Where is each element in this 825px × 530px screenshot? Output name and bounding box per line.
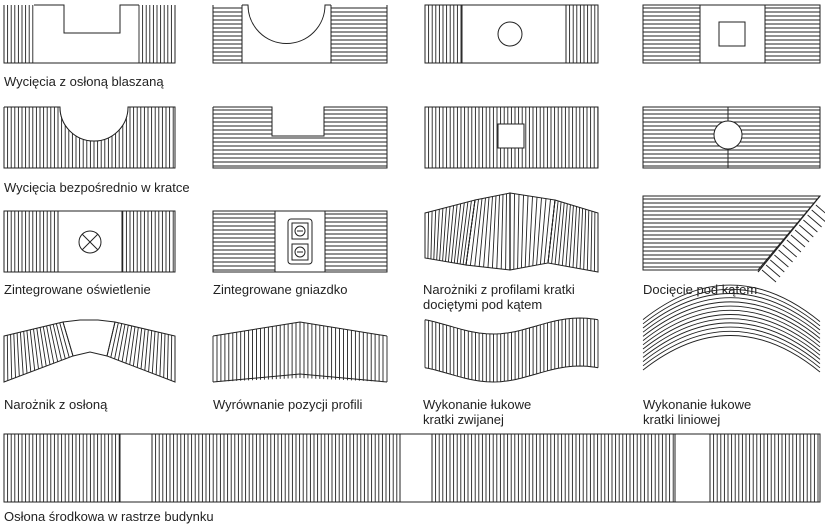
- outlet-pins-icon: [297, 230, 303, 253]
- grille-slats-vertical: [565, 5, 596, 63]
- label-cutouts-direct: Wycięcia bezpośrednio w kratce: [4, 180, 190, 195]
- panel-outline: [424, 4, 599, 64]
- angle-cut-line: [757, 195, 821, 273]
- center-cover-plate: [119, 433, 153, 503]
- outline-notch: [212, 106, 388, 169]
- label-curved-roll-line2: kratki zwijanej: [423, 412, 504, 427]
- panel-outline: [212, 5, 388, 64]
- label-integrated-lighting: Zintegrowane oświetlenie: [4, 282, 151, 297]
- grille-slats-horizontal: [643, 198, 820, 268]
- grille-slats-horizontal: [331, 7, 387, 61]
- aligned-slats: [212, 322, 388, 382]
- socket-outlet-bottom: [291, 243, 309, 261]
- row-integrated-elements: [3, 192, 825, 283]
- row-curved-and-corner-variants: [3, 284, 821, 383]
- panel-outline: [642, 106, 821, 169]
- label-mitered-corners-line2: dociętymi pod kątem: [423, 297, 543, 312]
- square-cutout: [497, 123, 525, 149]
- panel-outline: [642, 4, 821, 64]
- corner-cover: [62, 319, 116, 357]
- gap: [70, 100, 120, 107]
- grille-slats-horizontal: [643, 7, 700, 61]
- semicircle-fill: [60, 107, 128, 141]
- label-curved-roll-line1: Wykonanie łukowe: [423, 397, 532, 412]
- panel-notch-direct: [212, 106, 388, 169]
- light-cross-icon: [81, 233, 99, 251]
- sheet-cover-edges: [461, 5, 567, 63]
- roll-outline: [424, 317, 599, 383]
- grille-slats-vertical: [424, 5, 462, 63]
- panel-mitered-corners: [424, 192, 599, 273]
- curved-slats: [642, 284, 821, 373]
- panel-outline: [212, 321, 388, 383]
- panel-circle-direct: [642, 106, 821, 169]
- label-angle-cut: Docięcie pod kątem: [643, 282, 758, 297]
- semicircle-edge: [59, 106, 129, 142]
- grille-slats-horizontal: [213, 7, 242, 61]
- row-center-cover-building-grid: [3, 433, 821, 503]
- panel-square-direct: [424, 106, 599, 169]
- square-cutout: [718, 21, 746, 47]
- sheet-cover-notch: [34, 4, 139, 34]
- roll-slats: [424, 318, 599, 382]
- panel-outline: [642, 195, 822, 271]
- round-cutout: [713, 120, 743, 150]
- label-curved-linear-line1: Wykonanie łukowe: [643, 397, 752, 412]
- panel-notch-cover: [3, 4, 176, 64]
- grille-slats-vertical: [709, 434, 819, 502]
- panel-angle-cut: [642, 195, 825, 283]
- panel-circle-cover: [424, 4, 599, 64]
- panel-semicircle-cover: [212, 4, 388, 64]
- center-cover-plate: [399, 433, 433, 503]
- grille-slats-vertical: [138, 5, 176, 63]
- panel-curved-linear: [642, 284, 821, 373]
- sheet-cover-edges: [241, 5, 332, 63]
- row-cutouts-with-sheet-cover: [3, 4, 821, 64]
- label-integrated-socket: Zintegrowane gniazdko: [213, 282, 348, 297]
- right-corner-slats: [106, 321, 176, 382]
- notch-fill: [272, 106, 324, 136]
- panel-integrated-light: [3, 210, 176, 273]
- panel-integrated-socket: [212, 210, 388, 273]
- panel-profile-alignment: [212, 321, 388, 383]
- label-cutouts-sheet-cover: Wycięcia z osłoną blaszaną: [4, 74, 164, 89]
- angled-slats: [761, 204, 825, 283]
- label-center-cover-grid: Osłona środkowa w rastrze budynku: [4, 509, 214, 524]
- panel-center-cover-grid: [3, 433, 821, 503]
- row-cutouts-directly-in-grille: [3, 100, 821, 169]
- panel-outline: [106, 321, 176, 383]
- label-mitered-corners-line1: Narożniki z profilami kratki: [423, 282, 575, 297]
- grille-slats-vertical: [431, 434, 674, 502]
- socket-outlet-top: [291, 222, 309, 240]
- sheet-cover-edges: [699, 5, 766, 63]
- grille-slats-vertical: [3, 434, 120, 502]
- left-center-slats: [465, 193, 511, 270]
- panel-outline: [547, 199, 599, 273]
- semicircle-cutout: [242, 4, 331, 44]
- panel-outline: [3, 5, 176, 64]
- left-corner-slats: [3, 321, 74, 382]
- panel-outline: [424, 106, 599, 169]
- label-corner-with-cover: Narożnik z osłoną: [4, 397, 108, 412]
- panel-square-cover: [642, 4, 821, 64]
- grille-slats-horizontal: [765, 7, 820, 61]
- grille-slats-vertical: [151, 434, 398, 502]
- round-cutout: [497, 21, 523, 47]
- panel-semicircle-direct: [3, 100, 176, 169]
- panel-curved-roll: [424, 317, 599, 383]
- socket-plate: [287, 218, 313, 265]
- panel-corner-with-cover: [3, 319, 176, 383]
- label-profile-alignment: Wyrównanie pozycji profili: [213, 397, 363, 412]
- grille-slats-vertical: [3, 5, 34, 63]
- label-curved-linear-line2: kratki liniowej: [643, 412, 721, 427]
- center-cover-plate: [674, 433, 711, 503]
